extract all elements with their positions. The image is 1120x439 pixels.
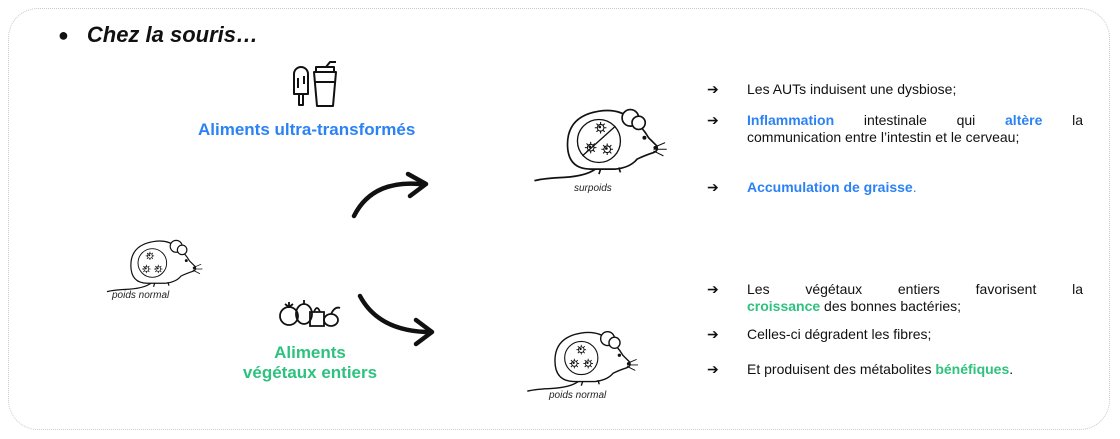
plant-effect-item: ➔ Celles-ci dégradent les fibres; xyxy=(707,326,932,342)
dotted-frame xyxy=(8,8,1110,430)
plant-effect-item: ➔ Et produisent des métabolites bénéfiqu… xyxy=(707,361,1014,377)
whole-plant-label-line1: Aliments xyxy=(274,343,346,362)
arrow-icon: ➔ xyxy=(707,281,719,297)
mouse-healthy-icon xyxy=(526,331,639,392)
healthy-mouse-caption: poids normal xyxy=(549,390,607,401)
overweight-mouse-caption: surpoids xyxy=(574,183,612,194)
ultra-effect-item: ➔ Accumulation de graisse. xyxy=(707,179,917,195)
ultra-effects-list: ➔ Les AUTs induisent une dysbiose; ➔ Inf… xyxy=(707,81,1083,210)
title-text: Chez la souris… xyxy=(86,22,259,47)
arrow-icon: ➔ xyxy=(707,179,719,195)
curved-arrow-down-icon xyxy=(357,293,435,347)
arrow-icon: ➔ xyxy=(707,361,719,377)
whole-plant-label-line2: végétaux entiers xyxy=(242,363,378,382)
arrow-icon: ➔ xyxy=(707,112,719,128)
whole-plant-label: Aliments végétaux entiers xyxy=(220,343,400,383)
vegetables-icon xyxy=(279,300,341,327)
ultra-processed-label: Aliments ultra-transformés xyxy=(198,120,416,139)
mouse-normal-start-icon xyxy=(106,239,203,293)
curved-arrow-up-icon xyxy=(351,171,429,219)
ultra-effect-item: ➔ Les AUTs induisent une dysbiose; xyxy=(707,81,957,97)
section-title: ● Chez la souris… xyxy=(58,22,258,48)
cup-icon xyxy=(313,61,337,107)
mouse-overweight-icon xyxy=(533,108,668,182)
plant-effect-item: ➔ Les végétaux entiers favorisent la cro… xyxy=(707,281,1083,314)
ultra-effect-item: ➔ Inflammation intestinale qui altère la… xyxy=(707,112,1083,145)
start-mouse-caption: poids normal xyxy=(112,290,170,301)
plant-effects-list: ➔ Les végétaux entiers favorisent la cro… xyxy=(707,281,1083,392)
ultra-processed-food-icon xyxy=(293,61,337,107)
arrow-icon: ➔ xyxy=(707,326,719,342)
arrow-icon: ➔ xyxy=(707,81,719,97)
popsicle-icon xyxy=(293,66,309,106)
bullet: ● xyxy=(58,24,69,45)
